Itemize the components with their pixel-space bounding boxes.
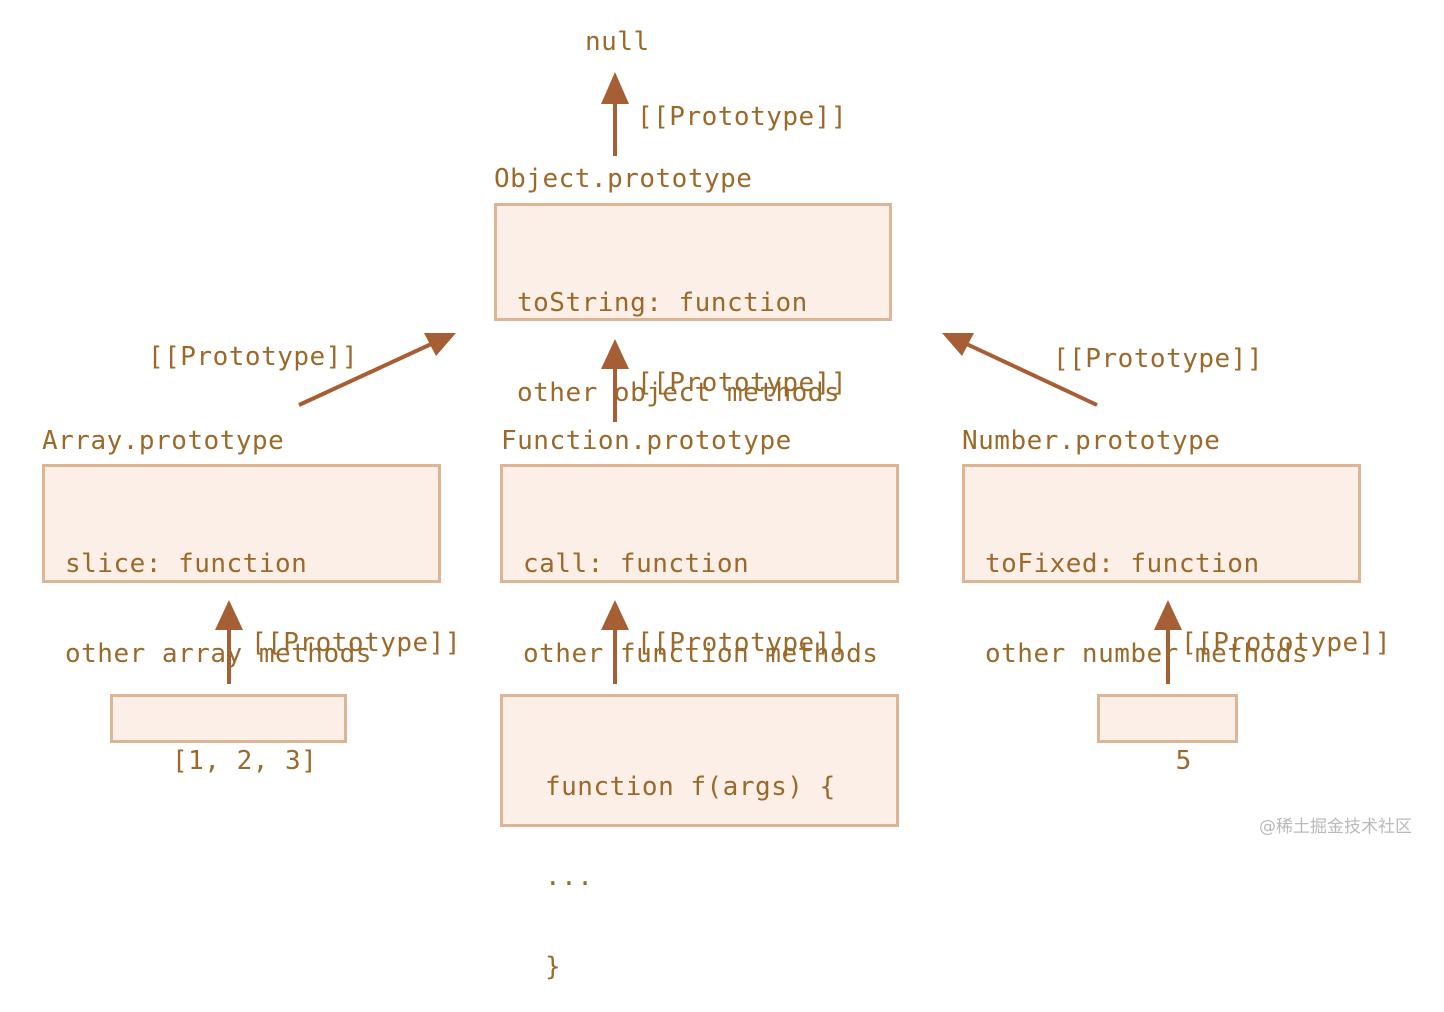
prototype-label-object-null: [[Prototype]] bbox=[637, 102, 847, 132]
number-prototype-box: toFixed: function other number methods bbox=[962, 464, 1361, 669]
number-prototype-title: Number.prototype bbox=[962, 426, 1221, 456]
function-instance-box: function f(args) { ... } bbox=[500, 694, 899, 982]
prototype-label-function-instance: [[Prototype]] bbox=[637, 628, 847, 658]
array-instance-box: [1, 2, 3] bbox=[110, 694, 347, 776]
number-prototype-line-1: toFixed: function bbox=[985, 549, 1260, 579]
number-instance-value: 5 bbox=[1175, 746, 1192, 776]
function-prototype-line-2: other function methods bbox=[523, 639, 879, 669]
arrow-object-to-null bbox=[601, 72, 629, 156]
object-prototype-title: Object.prototype bbox=[494, 164, 753, 194]
array-prototype-title: Array.prototype bbox=[42, 426, 285, 456]
function-instance-line-3: } bbox=[545, 952, 562, 982]
number-instance-box: 5 bbox=[1097, 694, 1238, 776]
array-prototype-box: slice: function other array methods bbox=[42, 464, 441, 669]
prototype-label-function-object: [[Prototype]] bbox=[637, 368, 847, 398]
object-prototype-line-2: other object methods bbox=[517, 378, 841, 408]
function-prototype-line-1: call: function bbox=[523, 549, 750, 579]
object-prototype-box: toString: function other object methods bbox=[494, 203, 892, 408]
array-prototype-line-2: other array methods bbox=[65, 639, 372, 669]
null-label: null bbox=[585, 27, 650, 57]
prototype-label-array-object: [[Prototype]] bbox=[148, 342, 358, 372]
function-prototype-box: call: function other function methods bbox=[500, 464, 899, 669]
prototype-label-number-object: [[Prototype]] bbox=[1053, 344, 1263, 374]
array-instance-value: [1, 2, 3] bbox=[171, 746, 318, 776]
prototype-label-array-instance: [[Prototype]] bbox=[251, 628, 461, 658]
object-prototype-line-1: toString: function bbox=[517, 288, 808, 318]
function-instance-line-1: function f(args) { bbox=[545, 772, 836, 802]
array-prototype-line-1: slice: function bbox=[65, 549, 308, 579]
prototype-label-number-instance: [[Prototype]] bbox=[1181, 628, 1391, 658]
watermark: @稀土掘金技术社区 bbox=[1259, 817, 1412, 837]
function-prototype-title: Function.prototype bbox=[501, 426, 792, 456]
function-instance-line-2: ... bbox=[545, 862, 594, 892]
number-prototype-line-2: other number methods bbox=[985, 639, 1309, 669]
